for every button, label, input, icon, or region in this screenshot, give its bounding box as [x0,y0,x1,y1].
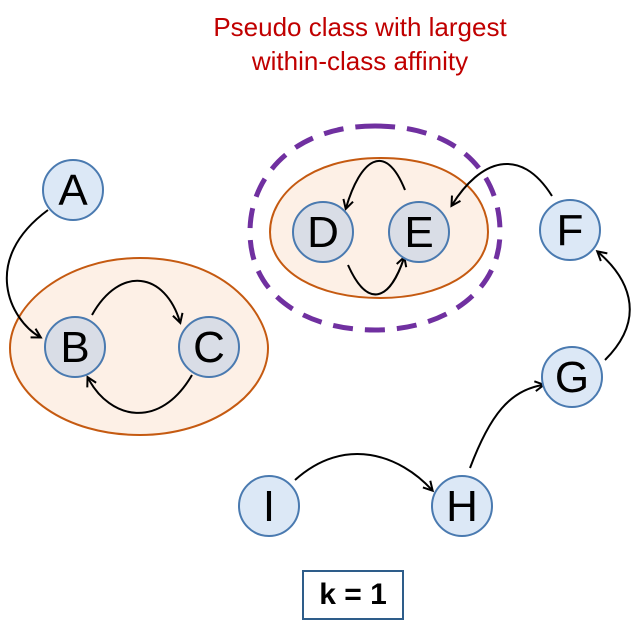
node-h-label: H [446,482,478,531]
node-f: F [539,199,601,261]
node-a: A [42,159,104,221]
node-g-label: G [555,353,589,402]
diagram-title: Pseudo class with largest within-class a… [120,10,600,78]
class-region-de [268,156,490,300]
k-value-label: k = 1 [319,578,387,611]
edge-d-e [347,258,404,296]
title-line-1: Pseudo class with largest [213,12,507,42]
k-value-box: k = 1 [302,570,404,620]
edge-b-c [91,279,180,322]
node-c: C [178,316,240,378]
node-e-label: E [404,208,433,257]
pseudo-class-highlight [247,123,503,333]
node-c-label: C [193,323,225,372]
node-b-label: B [60,323,89,372]
node-h: H [431,475,493,537]
class-region-bc [8,256,270,437]
title-line-2: within-class affinity [251,46,469,76]
node-i: I [238,475,300,537]
node-e: E [388,201,450,263]
edge-f-e [452,163,553,205]
edge-a-b [5,209,49,337]
node-f-label: F [557,206,584,255]
edge-h-g [469,385,543,469]
edge-g-f [598,252,631,361]
node-a-label: A [58,166,88,215]
node-d-label: D [307,208,339,257]
node-b: B [44,316,106,378]
node-d: D [292,201,354,263]
edge-c-b [88,374,193,414]
edge-e-d [346,159,406,208]
node-i-label: I [263,482,275,531]
node-g: G [541,346,603,408]
edge-i-h [294,453,432,490]
